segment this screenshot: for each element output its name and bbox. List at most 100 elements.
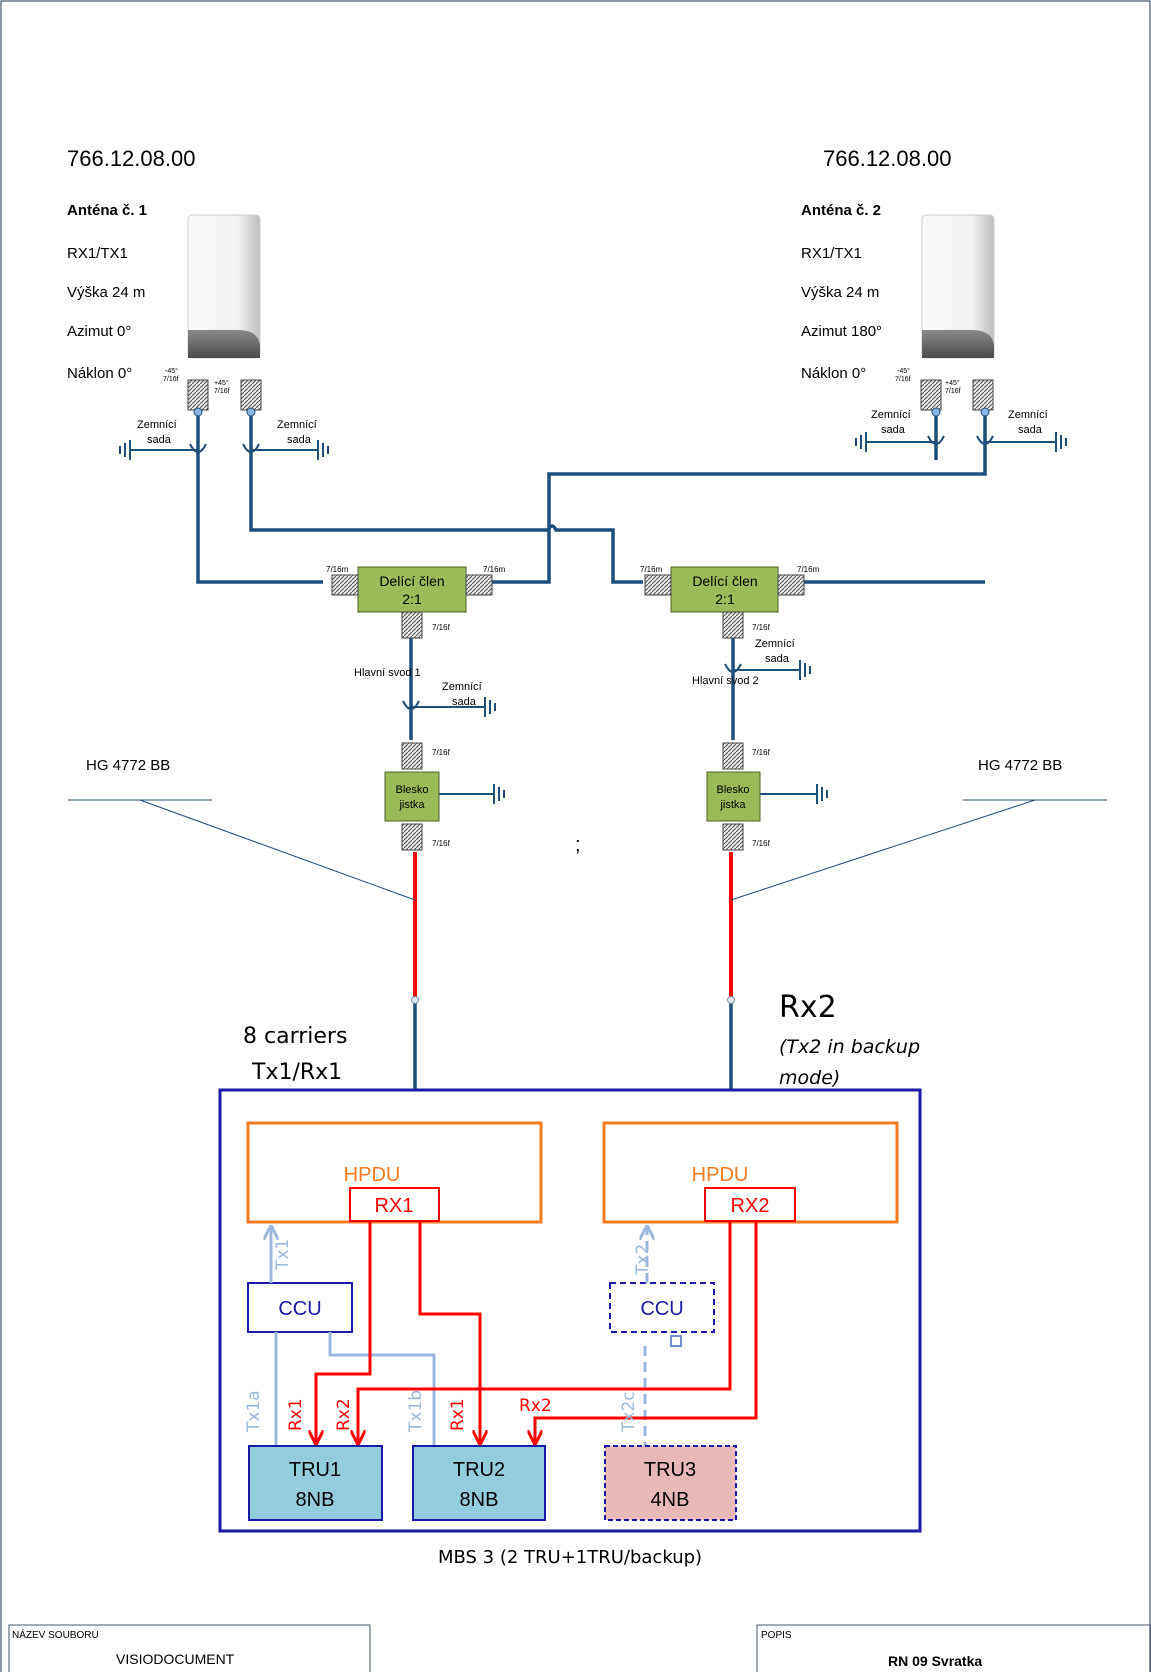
lightning-1-top-connector-icon	[401, 742, 423, 770]
antenna-1-panel-icon	[187, 214, 261, 359]
ground-kit-label: Zemnící	[871, 409, 911, 421]
lightning-protector-2: 7/16f Blesko jistka 7/16f	[706, 742, 771, 851]
lightning-1-label: jistka	[398, 799, 425, 811]
ground-kit-label: sada	[147, 434, 172, 446]
tru2-name: TRU2	[453, 1459, 505, 1481]
tru2	[412, 1445, 546, 1521]
tru3-name: TRU3	[644, 1459, 696, 1481]
signal-rx2-label: Rx2	[334, 1398, 354, 1431]
ccu-left-label: CCU	[278, 1298, 321, 1320]
hpdu-right-label: HPDU	[692, 1164, 749, 1186]
antenna-1-height: Výška 24 m	[67, 284, 145, 301]
antenna-1-title: Anténa č. 1	[67, 202, 147, 219]
lightning-2-top-connector-icon	[722, 742, 744, 770]
lightning-1-label: Blesko	[395, 784, 428, 796]
tru3-capacity: 4NB	[651, 1489, 690, 1511]
splitter-2-bottom-connector-icon	[722, 611, 744, 639]
splitter-2-right-port: 7/16m	[797, 565, 820, 574]
ground-kit-label: Zemnící	[1008, 409, 1048, 421]
feeder-2-label: Hlavní svod 2	[692, 675, 759, 687]
ground-kit-icons	[119, 432, 1067, 804]
antenna-2-title: Anténa č. 2	[801, 202, 881, 219]
rx-lines	[316, 1222, 758, 1442]
signal-tx1-label: Tx1	[273, 1239, 293, 1271]
footer-description-box	[756, 1624, 1151, 1672]
antenna-2-polarization: RX1/TX1	[801, 245, 862, 262]
signal-tx1b-label: Tx1b	[406, 1390, 426, 1433]
lightning-2-label: jistka	[719, 799, 746, 811]
splitter-2: Delící člen 2:1 7/16m 7/16m 7/16f	[640, 565, 820, 639]
feeder-cables	[196, 412, 987, 1090]
splitter-2-label: Delící člen	[692, 573, 757, 589]
antenna-2-code: 766.12.08.00	[823, 146, 951, 171]
ccu-right-port-icon	[670, 1335, 682, 1347]
splitter-2-right-connector-icon	[777, 574, 805, 596]
cable-joint-dot	[411, 996, 419, 1004]
lightning-2-box	[706, 771, 761, 822]
antenna-2-tilt: Náklon 0°	[801, 365, 866, 382]
splitter-1-left-port: 7/16m	[326, 565, 349, 574]
ground-kit-label: Zemnící	[277, 419, 317, 431]
footer-filename-value: VISIODOCUMENT	[116, 1651, 235, 1667]
antenna-2-connector-icon	[972, 379, 994, 411]
footer-description-label: POPIS	[761, 1630, 792, 1641]
antenna-1-port-plus-type: 7/16f	[214, 388, 230, 395]
lightning-2-top-port: 7/16f	[752, 748, 771, 757]
antenna-1-connector-icon	[240, 379, 262, 411]
ground-kit-label: Zemnící	[137, 419, 177, 431]
cable-label-leaders	[68, 799, 1107, 901]
splitter-2-left-port: 7/16m	[640, 565, 663, 574]
signal-rx1-label: Rx1	[286, 1398, 306, 1431]
carriers-right-note: (Tx2 in backup	[779, 1036, 920, 1058]
lightning-1-box	[384, 771, 440, 822]
ground-kit-label: Zemnící	[442, 681, 482, 693]
splitter-1-bottom-port: 7/16f	[432, 623, 451, 632]
splitter-1-label: Delící člen	[379, 573, 444, 589]
rx2-port-box	[704, 1187, 796, 1222]
stray-semicolon: ;	[575, 834, 581, 856]
ground-kit-label: sada	[1018, 424, 1043, 436]
ground-kit-label: sada	[765, 653, 790, 665]
lightning-2-bottom-connector-icon	[722, 823, 744, 851]
antenna-2-panel-icon	[921, 214, 995, 359]
ground-kit-label: Zemnící	[755, 638, 795, 650]
mbs-cabinet	[218, 1088, 922, 1533]
ccu-left	[247, 1282, 353, 1333]
ground-kit-label: sada	[452, 696, 477, 708]
splitter-1: Delící člen 2:1 7/16m 7/16m 7/16f	[326, 565, 506, 639]
antenna-1-port-minus: -45°	[165, 367, 178, 375]
ccu-right	[609, 1282, 715, 1333]
antenna-1-group: 766.12.08.00 Anténa č. 1 RX1/TX1 Výška 2…	[67, 146, 262, 411]
cable-junction-dot	[246, 407, 256, 417]
splitter-2-left-connector-icon	[644, 574, 672, 596]
ground-kit-label: sada	[287, 434, 312, 446]
signal-rx1-label: Rx1	[448, 1398, 468, 1431]
antenna-1-port-minus-type: 7/16f	[163, 376, 179, 383]
cable-joint-dot	[727, 996, 735, 1004]
splitter-1-ratio: 2:1	[402, 591, 422, 607]
antenna-2-port-minus-type: 7/16f	[895, 376, 911, 383]
antenna-1-connector-icon	[187, 379, 209, 411]
carriers-right-note: mode)	[779, 1067, 840, 1089]
cable-type-left: HG 4772 BB	[86, 757, 170, 774]
jumper-cables	[413, 852, 733, 1000]
antenna-2-group: 766.12.08.00 Anténa č. 2 RX1/TX1 Výška 2…	[801, 146, 995, 411]
lightning-1-bottom-connector-icon	[401, 823, 423, 851]
lightning-2-label: Blesko	[716, 784, 749, 796]
splitter-2-box	[670, 566, 779, 613]
antenna-2-connector-icon	[920, 379, 942, 411]
tru1-name: TRU1	[289, 1459, 341, 1481]
antenna-2-port-plus-type: 7/16f	[945, 388, 961, 395]
signal-tx2-label: Tx2	[633, 1244, 653, 1276]
cable-junction-dot	[193, 407, 203, 417]
rx2-port-label: RX2	[731, 1195, 770, 1217]
splitter-2-ratio: 2:1	[715, 591, 735, 607]
splitter-1-right-connector-icon	[465, 574, 493, 596]
tru2-capacity: 8NB	[460, 1489, 499, 1511]
footer-filename-box	[8, 1624, 371, 1672]
cable-junction-dot	[980, 407, 990, 417]
tru1	[248, 1445, 383, 1521]
mbs-caption: MBS 3 (2 TRU+1TRU/backup)	[438, 1547, 702, 1568]
cable-junction-dot	[931, 407, 941, 417]
